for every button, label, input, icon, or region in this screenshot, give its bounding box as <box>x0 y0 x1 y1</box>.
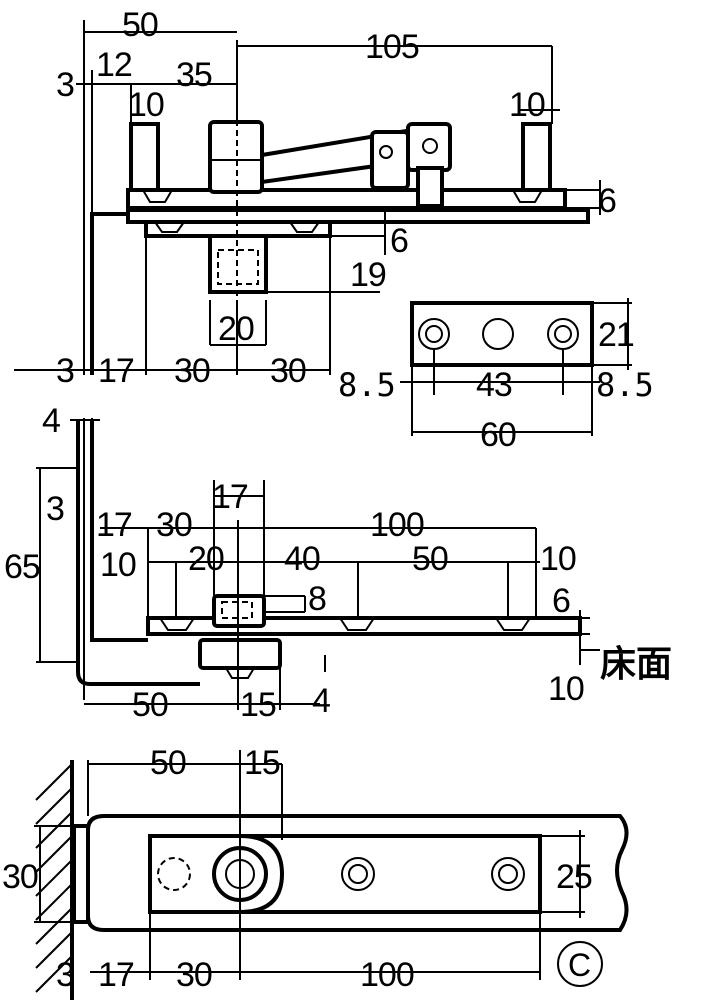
dim-105: 105 <box>365 28 419 66</box>
dim-30: 30 <box>156 506 192 544</box>
arm-clamp <box>370 130 410 190</box>
dim-3: 3 <box>56 956 74 994</box>
dim-20: 20 <box>188 540 224 578</box>
dim-17: 17 <box>96 506 132 544</box>
dim-6-block: 6 <box>390 222 408 260</box>
wall-hatching <box>35 763 73 993</box>
dim-50: 50 <box>122 6 158 44</box>
dim-12: 12 <box>96 46 132 84</box>
dim-30-left: 30 <box>174 352 210 390</box>
dim-8-5-left: 8.5 <box>338 366 396 404</box>
side-l-bracket <box>76 420 200 686</box>
dim-17: 17 <box>98 956 134 994</box>
dim-100: 100 <box>360 956 414 994</box>
dim-60: 60 <box>480 416 516 454</box>
dim-21: 21 <box>598 316 634 354</box>
dim-43: 43 <box>476 366 512 404</box>
dim-10-floor: 10 <box>548 670 584 708</box>
right-pin-post <box>521 122 552 194</box>
detail-plate <box>410 301 594 367</box>
dim-30-right: 30 <box>270 352 306 390</box>
plate-detail-view: 21 8.5 43 8.5 60 <box>338 298 654 454</box>
dim-8-5-right: 8.5 <box>596 366 654 404</box>
dim-4-bottom: 4 <box>312 682 330 720</box>
dim-10-right: 10 <box>509 86 545 124</box>
dim-35: 35 <box>176 56 212 94</box>
dim-6: 6 <box>552 582 570 620</box>
dim-3-bottom: 3 <box>56 352 74 390</box>
dim-25: 25 <box>556 858 592 896</box>
door-outline <box>86 814 629 932</box>
arm-foot <box>416 166 444 208</box>
dim-6-plate: 6 <box>598 182 616 220</box>
l-bracket <box>90 212 128 375</box>
side-pivot-base <box>198 638 282 670</box>
arm-pivot-block <box>406 122 452 172</box>
bottom-plate <box>126 208 590 224</box>
dim-19: 19 <box>350 256 386 294</box>
dim-3: 3 <box>46 490 64 528</box>
dim-100: 100 <box>370 506 424 544</box>
dim-50-bottom: 50 <box>132 686 168 724</box>
dim-65: 65 <box>4 548 40 586</box>
dim-8: 8 <box>308 580 326 618</box>
dim-15: 15 <box>244 744 280 782</box>
dim-10-left: 10 <box>128 86 164 124</box>
top-plate <box>126 188 567 210</box>
dim-40: 40 <box>284 540 320 578</box>
copyright-mark-circle <box>557 941 603 987</box>
dim-50: 50 <box>412 540 448 578</box>
dim-50: 50 <box>150 744 186 782</box>
dim-4-top: 4 <box>42 402 60 440</box>
dim-17: 17 <box>98 352 134 390</box>
dim-10-left: 10 <box>100 546 136 584</box>
copyright-mark: C <box>568 947 590 983</box>
plan-view: 50 15 30 25 3 17 30 100 C <box>2 744 629 1000</box>
dim-3-top: 3 <box>56 66 74 104</box>
dim-10-right: 10 <box>540 540 576 578</box>
top-elevation-view: 50 105 3 12 35 10 10 6 6 19 20 3 17 30 3… <box>14 6 617 390</box>
floor-label: 床面 <box>600 644 672 685</box>
dim-30-bottom: 30 <box>176 956 212 994</box>
dim-20: 20 <box>218 310 254 348</box>
dim-17-top: 17 <box>212 478 248 516</box>
left-pin-post <box>129 122 160 194</box>
side-elevation-view: 4 3 17 65 30 17 100 10 20 40 50 10 8 6 床… <box>4 402 672 724</box>
dim-15: 15 <box>240 686 276 724</box>
wall-bracket-edge <box>72 824 90 924</box>
dim-30-left: 30 <box>2 858 38 896</box>
